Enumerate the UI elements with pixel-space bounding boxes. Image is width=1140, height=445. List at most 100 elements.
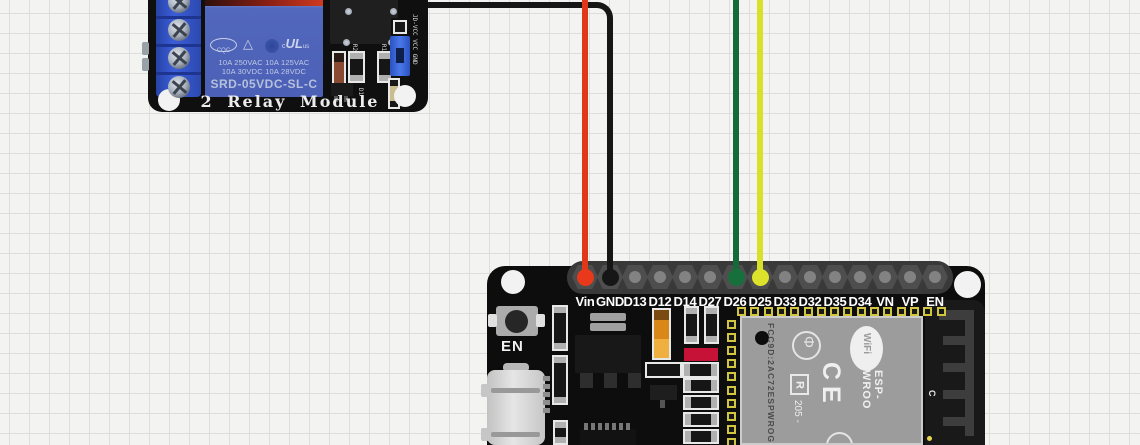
usb-seam (491, 432, 540, 437)
terminal-screw-icon[interactable] (168, 19, 190, 41)
resistor-r2 (348, 51, 365, 83)
wire-green-in1[interactable] (733, 0, 739, 278)
terminal-divider (156, 44, 201, 47)
transistor-leg (334, 96, 338, 102)
pin-label-gnd: GND (596, 294, 624, 309)
pin-label-d14: D14 (673, 294, 697, 309)
relay-vent-hole-icon (265, 39, 279, 53)
pin-label-d34: D34 (848, 294, 872, 309)
relay-model: SRD-05VDC-SL-C (210, 77, 318, 91)
pcb-tab (142, 42, 149, 55)
castellated-pad-icon (727, 372, 736, 381)
shield-number: 205 - (792, 400, 803, 423)
castellated-pad-icon (727, 412, 736, 421)
castellated-pad-icon (727, 320, 736, 329)
resistor (682, 362, 719, 378)
pin-d14[interactable] (672, 265, 698, 289)
pin-en[interactable] (922, 265, 948, 289)
castellated-pad-icon (737, 307, 746, 316)
regulator-leg (580, 373, 593, 388)
castellated-pad-icon (857, 307, 866, 316)
solder-joint-icon (343, 39, 350, 46)
relay-photo-band (205, 0, 323, 6)
wifi-logo-text: WiFi (861, 333, 872, 355)
castellated-pad-icon (910, 307, 919, 316)
castellated-pad-icon (727, 346, 736, 355)
castellated-pad-icon (897, 307, 906, 316)
castellated-pad-icon (777, 307, 786, 316)
module-name-text: ESP- WROO (860, 370, 884, 410)
pin-label-d25: D25 (748, 294, 772, 309)
pin-label-d12: D12 (648, 294, 672, 309)
jumper-pin[interactable] (393, 20, 407, 34)
en-button-tab (536, 314, 545, 327)
resistor (683, 378, 719, 393)
pin-d27[interactable] (697, 265, 723, 289)
resistor (683, 412, 719, 427)
status-led (684, 348, 718, 361)
transistor-d1 (331, 83, 353, 96)
regulator-leg (628, 373, 641, 388)
usb-pin (543, 384, 550, 389)
transistor-leg (344, 96, 348, 102)
pin-label-d13: D13 (623, 294, 647, 309)
wire-black-gnd[interactable] (413, 2, 613, 278)
pin-label-d26: D26 (723, 294, 747, 309)
relay-module[interactable]: CQC △ cULus 10A 250VAC 10A 125VAC 10A 30… (142, 0, 428, 112)
usb-pin (543, 408, 550, 413)
resistor (684, 306, 699, 344)
driver-transistor (330, 0, 398, 44)
castellated-pad-icon (817, 307, 826, 316)
voltage-regulator (575, 335, 641, 373)
pin-d35[interactable] (822, 265, 848, 289)
wire-yellow-in2[interactable] (757, 0, 763, 278)
wire-end-d26[interactable] (728, 269, 745, 286)
power-led (652, 308, 671, 360)
regulator-leg (604, 373, 617, 388)
pin-d13[interactable] (622, 265, 648, 289)
resistor (704, 306, 719, 344)
terminal-screw-icon[interactable] (168, 76, 190, 98)
esp-wroom-shield: FCC9D:2AC72ESPWROG Φ R 205 - CE WiFi ESP… (740, 316, 923, 445)
fcc-id-text: FCC9D:2AC72ESPWROG (766, 323, 776, 444)
wifi-logo-icon: WiFi (850, 326, 883, 371)
pin-vp[interactable] (897, 265, 923, 289)
wire-red-vcc[interactable] (582, 0, 588, 278)
pin-label-d35: D35 (823, 294, 847, 309)
terminal-screw-icon[interactable] (168, 47, 190, 69)
esp32-board[interactable]: EN FC (481, 261, 985, 445)
mounting-hole-icon (501, 270, 525, 294)
ic-leg (619, 423, 623, 430)
pin-label-d33: D33 (773, 294, 797, 309)
usb-tab (481, 428, 489, 441)
en-button-cap[interactable] (505, 310, 528, 333)
castellated-pad-icon (727, 333, 736, 342)
terminal-screw-icon[interactable] (168, 0, 190, 13)
inductor (590, 323, 626, 331)
ic-leg (605, 423, 609, 430)
wire-end-vin[interactable] (577, 269, 594, 286)
pin-label-vn: VN (876, 294, 894, 309)
wire-end-d25[interactable] (752, 269, 769, 286)
capacitor (645, 362, 682, 378)
pin-d34[interactable] (847, 265, 873, 289)
pin-label-en: EN (926, 294, 944, 309)
pin-label-vin: Vin (575, 294, 595, 309)
pin-d33[interactable] (772, 265, 798, 289)
wire-end-gnd[interactable] (602, 269, 619, 286)
castellated-pad-icon (750, 307, 759, 316)
pin-label-d32: D32 (798, 294, 822, 309)
antenna-trace-icon (939, 310, 974, 436)
pin-vn[interactable] (872, 265, 898, 289)
pin-label-vp: VP (901, 294, 919, 309)
resistor (552, 305, 568, 351)
usb-pin (543, 392, 550, 397)
usb-seam (491, 388, 540, 393)
r-mark-box: R (790, 374, 809, 395)
en-button-label: EN (501, 338, 524, 355)
pin-d12[interactable] (647, 265, 673, 289)
castellated-pad-icon (804, 307, 813, 316)
pin-d32[interactable] (797, 265, 823, 289)
terminal-divider (156, 72, 201, 75)
triangle-mark-icon: △ (243, 36, 253, 51)
